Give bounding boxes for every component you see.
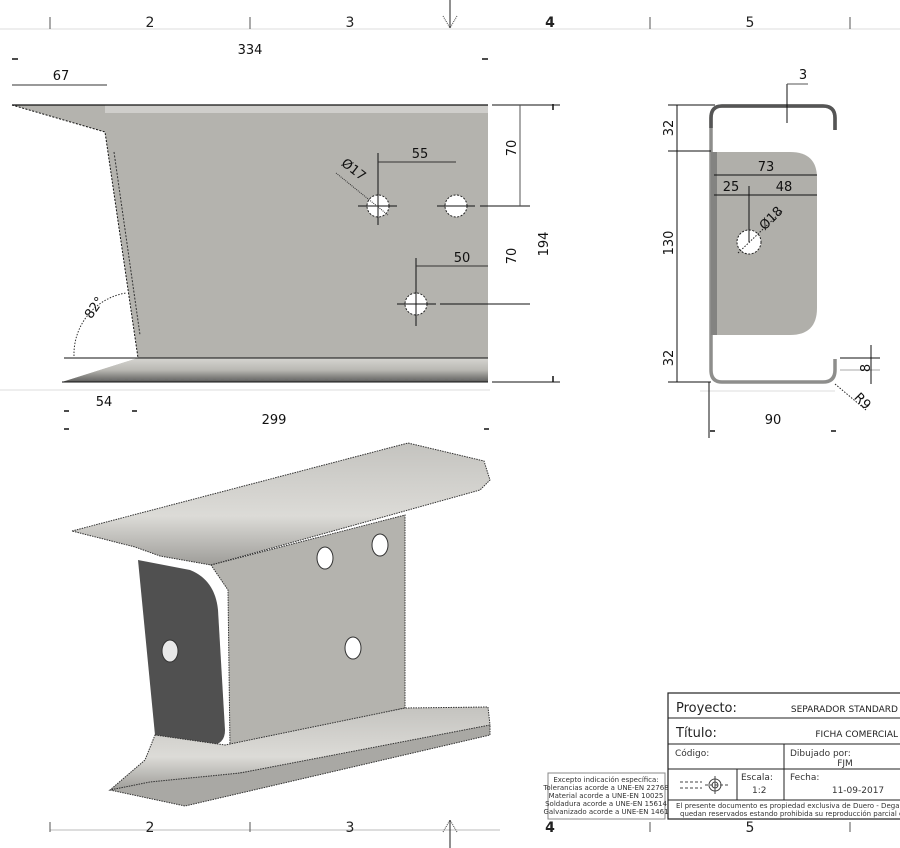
- dim-plate-width: 73: [758, 160, 775, 175]
- iso-hole-3: [344, 636, 362, 660]
- general-notes: Excepto indicación específica: Toleranci…: [542, 772, 669, 820]
- dim-overall-height: 194: [537, 232, 552, 257]
- iso-hole-4: [161, 639, 179, 663]
- dim-bottom-left-offset: 54: [96, 395, 113, 410]
- scale-value: 1:2: [752, 786, 766, 796]
- front-bottom-flange: [62, 358, 488, 382]
- drawn-by-label: Dibujado por:: [790, 749, 851, 759]
- title-block: Proyecto: SEPARADOR STANDARD Título: FIC…: [667, 692, 900, 820]
- note-line: Material acorde a UNE-EN 10025: [549, 792, 664, 800]
- dim-hole-to-edge: 48: [776, 180, 793, 195]
- dim-hole-spacing: 55: [412, 147, 429, 162]
- zone-marker-top: 5: [746, 15, 755, 31]
- iso-hole-2: [371, 533, 389, 557]
- dim-overall-length: 334: [238, 43, 263, 58]
- copyright-line-1: El presente documento es propiedad exclu…: [676, 802, 900, 810]
- dim-bottom-flange: 32: [662, 350, 677, 367]
- dim-thickness: 3: [799, 68, 807, 83]
- dim-lip-height: 8: [859, 364, 874, 372]
- side-view: 73 25 48 Ø18 3 32 130 32 8 R9 90: [662, 68, 880, 438]
- zone-marker-bottom: 2: [146, 820, 155, 836]
- dim-lower-hole-offset: 50: [454, 251, 471, 266]
- iso-top-flange: [71, 442, 491, 566]
- dim-hole-offset: 25: [723, 180, 740, 195]
- dim-vertical-lower: 70: [505, 248, 520, 265]
- title-label: Título:: [675, 726, 717, 741]
- zone-marker-bottom: 5: [746, 820, 755, 836]
- dim-left-offset: 67: [53, 69, 70, 84]
- projection-symbol-icon: [680, 776, 730, 794]
- side-plate: [711, 152, 817, 335]
- zone-marker-top: 4: [545, 15, 555, 31]
- dim-angle: 82°: [82, 294, 108, 321]
- front-web: [12, 105, 488, 382]
- note-line: Soldadura acorde a UNE-EN 15614: [545, 800, 667, 808]
- drawn-by-value: FJM: [837, 759, 853, 769]
- project-label: Proyecto:: [676, 701, 737, 716]
- zone-marker-bottom: 3: [346, 820, 355, 836]
- dim-bottom-length: 299: [262, 413, 287, 428]
- zone-marker-top: 3: [346, 15, 355, 31]
- project-value: SEPARADOR STANDARD: [791, 705, 898, 715]
- dim-top-flange: 32: [662, 120, 677, 137]
- front-view: 55 Ø17 50 70 70 194 334 67 82° 54 299: [0, 43, 560, 430]
- iso-hole-1: [316, 546, 334, 570]
- scale-label: Escala:: [741, 773, 773, 783]
- note-line: Excepto indicación específica:: [553, 776, 658, 784]
- dim-vertical-upper: 70: [505, 140, 520, 157]
- center-arrow-top-icon: [442, 0, 458, 29]
- iso-side-plate: [138, 560, 225, 745]
- front-top-flange: [105, 105, 488, 113]
- dim-bend-radius: R9: [851, 390, 874, 413]
- zone-marker-bottom: 4: [545, 820, 555, 836]
- zone-marker-top: 2: [146, 15, 155, 31]
- title-value: FICHA COMERCIAL: [815, 730, 898, 740]
- code-label: Código:: [675, 748, 709, 759]
- dim-overall-width: 90: [765, 413, 782, 428]
- date-label: Fecha:: [790, 773, 819, 783]
- date-value: 11-09-2017: [832, 786, 884, 796]
- center-arrow-bottom-icon: [442, 819, 458, 848]
- note-line: Galvanizado acorde a UNE-EN 1461: [543, 808, 668, 816]
- note-line: Tolerancias acorde a UNE-EN 22768: [542, 784, 668, 792]
- copyright-line-2: quedan reservados estando prohibida su r…: [680, 810, 900, 818]
- dim-web-height: 130: [662, 231, 677, 256]
- isometric-view: [71, 442, 491, 807]
